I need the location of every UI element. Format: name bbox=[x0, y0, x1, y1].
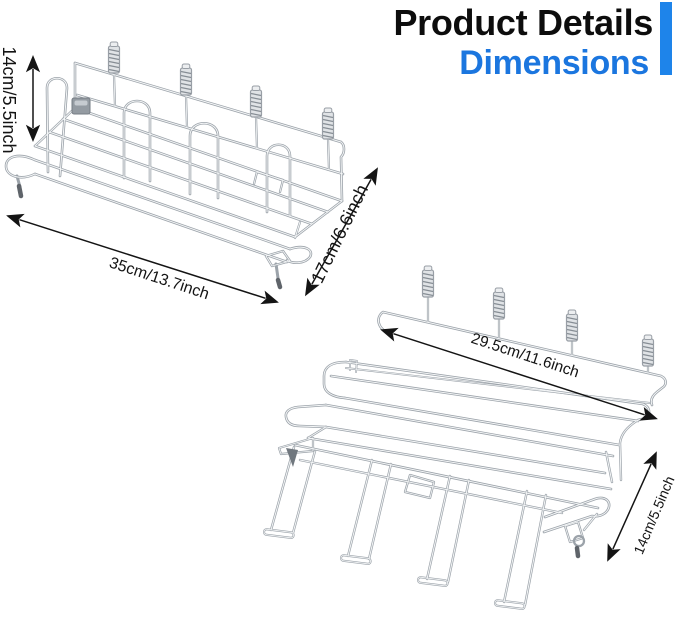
svg-text:35cm/13.7inch: 35cm/13.7inch bbox=[107, 254, 211, 303]
svg-text:Product Details: Product Details bbox=[393, 2, 653, 43]
svg-text:29.5cm/11.6inch: 29.5cm/11.6inch bbox=[469, 330, 581, 381]
svg-text:17cm/6.6inch: 17cm/6.6inch bbox=[307, 181, 372, 286]
svg-text:14cm/5.5inch: 14cm/5.5inch bbox=[0, 46, 19, 153]
svg-text:Dimensions: Dimensions bbox=[459, 44, 649, 82]
svg-text:14cm/5.5inch: 14cm/5.5inch bbox=[630, 474, 677, 557]
